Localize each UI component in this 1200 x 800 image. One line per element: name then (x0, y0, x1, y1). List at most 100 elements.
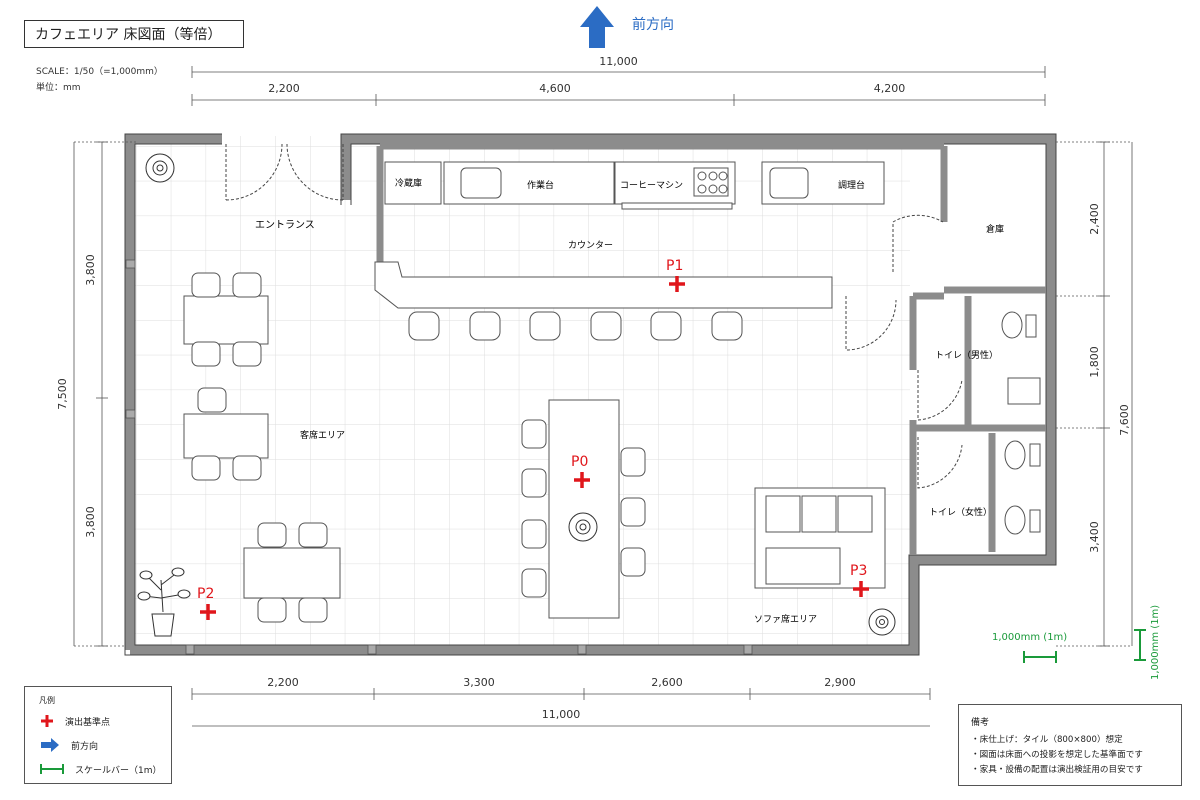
chair (521, 419, 547, 449)
chair (232, 341, 262, 367)
chair (620, 447, 646, 477)
chair (197, 387, 227, 413)
direction-label: 前方向 (632, 16, 674, 33)
dimension-total-label: 7,600 (1118, 404, 1131, 436)
drawing-title: カフェエリア 床図面（等倍） (24, 20, 244, 48)
legend-label: スケールバー（1m） (75, 765, 162, 776)
red-cross-icon (669, 276, 685, 292)
counter-stools (408, 311, 743, 341)
dimension-label: 2,600 (651, 676, 683, 689)
counter-stool (650, 311, 682, 341)
storage-door (892, 214, 944, 272)
sofa-set (754, 487, 886, 589)
chair (521, 468, 547, 498)
plant-icon (868, 608, 896, 636)
potted-plant-icon (137, 567, 191, 637)
red-cross-icon (574, 472, 590, 488)
chair (620, 547, 646, 577)
chair (257, 597, 287, 623)
green-scale-bar-icon (40, 764, 64, 774)
chair (298, 522, 328, 548)
dimension-label: 4,200 (874, 82, 906, 95)
unit-text: 単位：mm (36, 83, 81, 93)
counter-stool (711, 311, 743, 341)
room-label-seating: 客席エリア (300, 429, 345, 441)
reference-point-label: P3 (850, 563, 867, 579)
blue-arrow-icon (41, 738, 59, 752)
dimension-label: 3,400 (1088, 521, 1101, 553)
notes-heading: 備考 (971, 718, 990, 728)
legend-label: 演出基準点 (65, 717, 111, 728)
legend-heading: 凡例 (39, 696, 55, 705)
scale-bar-horizontal-label: 1,000mm (1m) (992, 632, 1067, 643)
fixture-coffee-machine: コーヒーマシン (620, 180, 683, 191)
red-cross-icon (853, 581, 869, 597)
dimension-label: 4,600 (539, 82, 571, 95)
chair (521, 519, 547, 549)
legend-item: 前方向 (39, 737, 98, 753)
corridor-door (845, 296, 897, 351)
dimension-total-label: 11,000 (542, 708, 581, 721)
chair (232, 272, 262, 298)
dimension-label: 3,800 (84, 254, 97, 286)
note-line: ・床仕上げ：タイル（800×800）想定 (971, 735, 1123, 745)
dimension-lines (73, 66, 1133, 727)
dimension-total-label: 11,000 (599, 55, 638, 68)
chair (232, 455, 262, 481)
entrance-doors (225, 143, 344, 201)
room-label-entrance: エントランス (255, 219, 315, 231)
coffee-machine-burners (697, 171, 728, 194)
chair (191, 341, 221, 367)
legend-item: スケールバー（1m） (39, 761, 162, 777)
counter-stool (590, 311, 622, 341)
chair (191, 455, 221, 481)
toilet-fixtures (1001, 311, 1041, 535)
red-cross-icon (41, 715, 53, 727)
dimension-label: 1,800 (1088, 346, 1101, 378)
counter-stool (408, 311, 440, 341)
dimension-label: 2,200 (267, 676, 299, 689)
scale-text: SCALE：1/50（=1,000mm） (36, 67, 163, 77)
dimension-labels: 2,200 4,600 4,200 11,000 2,200 3,300 2,600 2,90… (56, 55, 1131, 721)
reference-point-label: P1 (666, 258, 683, 274)
fixture-cooking-table: 調理台 (838, 179, 865, 191)
back-counter (384, 161, 885, 210)
red-cross-icon (200, 604, 216, 620)
reference-point-label: P2 (197, 586, 214, 602)
chair (620, 497, 646, 527)
outer-walls (125, 134, 1056, 655)
note-line: ・図面は床面への投影を想定した基準面です (971, 750, 1143, 760)
dimension-label: 3,300 (463, 676, 495, 689)
counter-stool (529, 311, 561, 341)
legend-label: 前方向 (71, 741, 99, 752)
chair (521, 568, 547, 598)
scale-bar-vertical-label: 1,000mm (1m) (1150, 605, 1161, 680)
dimension-label: 2,900 (824, 676, 856, 689)
legend-item: 演出基準点 (39, 713, 110, 729)
chair (298, 597, 328, 623)
counter-stool (469, 311, 501, 341)
scale-bar-vertical-icon (1134, 629, 1146, 661)
dimension-label: 2,200 (268, 82, 300, 95)
room-label-toilet-women: トイレ（女性） (929, 506, 992, 518)
notes-box: 備考 ・床仕上げ：タイル（800×800）想定 ・図面は床面への投影を想定した基… (958, 704, 1182, 786)
seating-chairs (191, 272, 646, 623)
front-direction-arrow-icon (580, 6, 614, 48)
chair (257, 522, 287, 548)
wall-columns (125, 259, 753, 655)
toilet-doors (917, 370, 963, 489)
room-label-counter: カウンター (568, 240, 613, 251)
dimension-label: 2,400 (1088, 203, 1101, 235)
note-line: ・家具・設備の配置は演出検証用の目安です (971, 765, 1143, 775)
fixture-worktable: 作業台 (527, 179, 554, 191)
scale-bar-horizontal-icon (1023, 651, 1057, 663)
dimension-total-label: 7,500 (56, 378, 69, 410)
room-label-sofa: ソファ席エリア (754, 613, 817, 625)
interior-walls (376, 142, 1046, 555)
reference-point-label: P0 (571, 454, 588, 470)
room-label-toilet-men: トイレ（男性） (935, 349, 998, 361)
legend-box: 凡例 演出基準点 前方向 スケールバー（1m） (24, 686, 172, 784)
seating-tables (183, 295, 620, 619)
